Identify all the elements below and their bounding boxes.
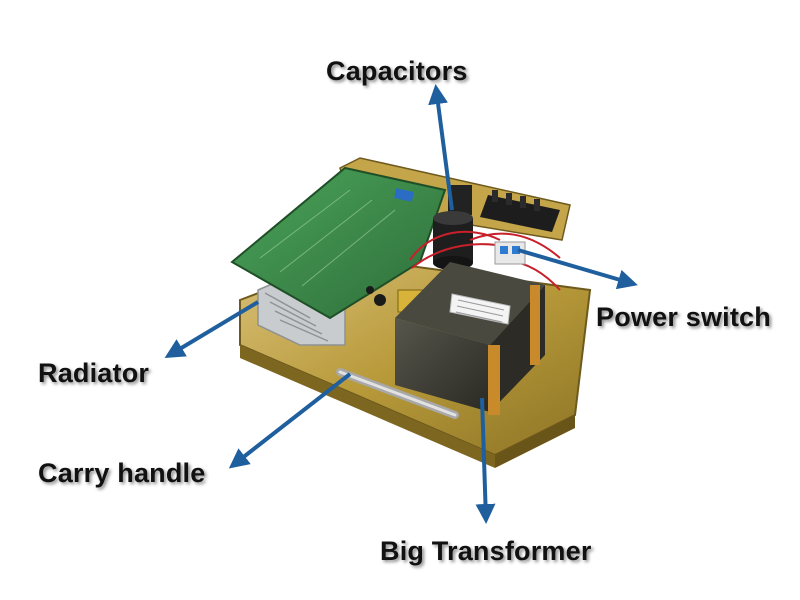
label-capacitors: Capacitors xyxy=(326,56,468,86)
label-radiator: Radiator xyxy=(38,358,150,388)
label-power-switch: Power switch xyxy=(596,302,771,332)
label-carry-handle: Carry handle xyxy=(38,458,206,488)
label-big-transformer: Big Transformer xyxy=(380,536,592,566)
arrow-power-switch-icon xyxy=(517,248,638,290)
big-transformer-shape xyxy=(395,262,545,415)
carry-handle-shape xyxy=(336,368,459,419)
arrow-capacitors-icon xyxy=(428,84,454,211)
arrow-transformer-icon xyxy=(475,397,496,524)
power-switch-shape xyxy=(494,241,526,265)
circuit-board xyxy=(230,166,447,320)
capacitor-shape xyxy=(433,211,473,270)
arrow-carry-handle-icon xyxy=(228,372,352,469)
arrow-radiator-icon xyxy=(164,300,260,359)
